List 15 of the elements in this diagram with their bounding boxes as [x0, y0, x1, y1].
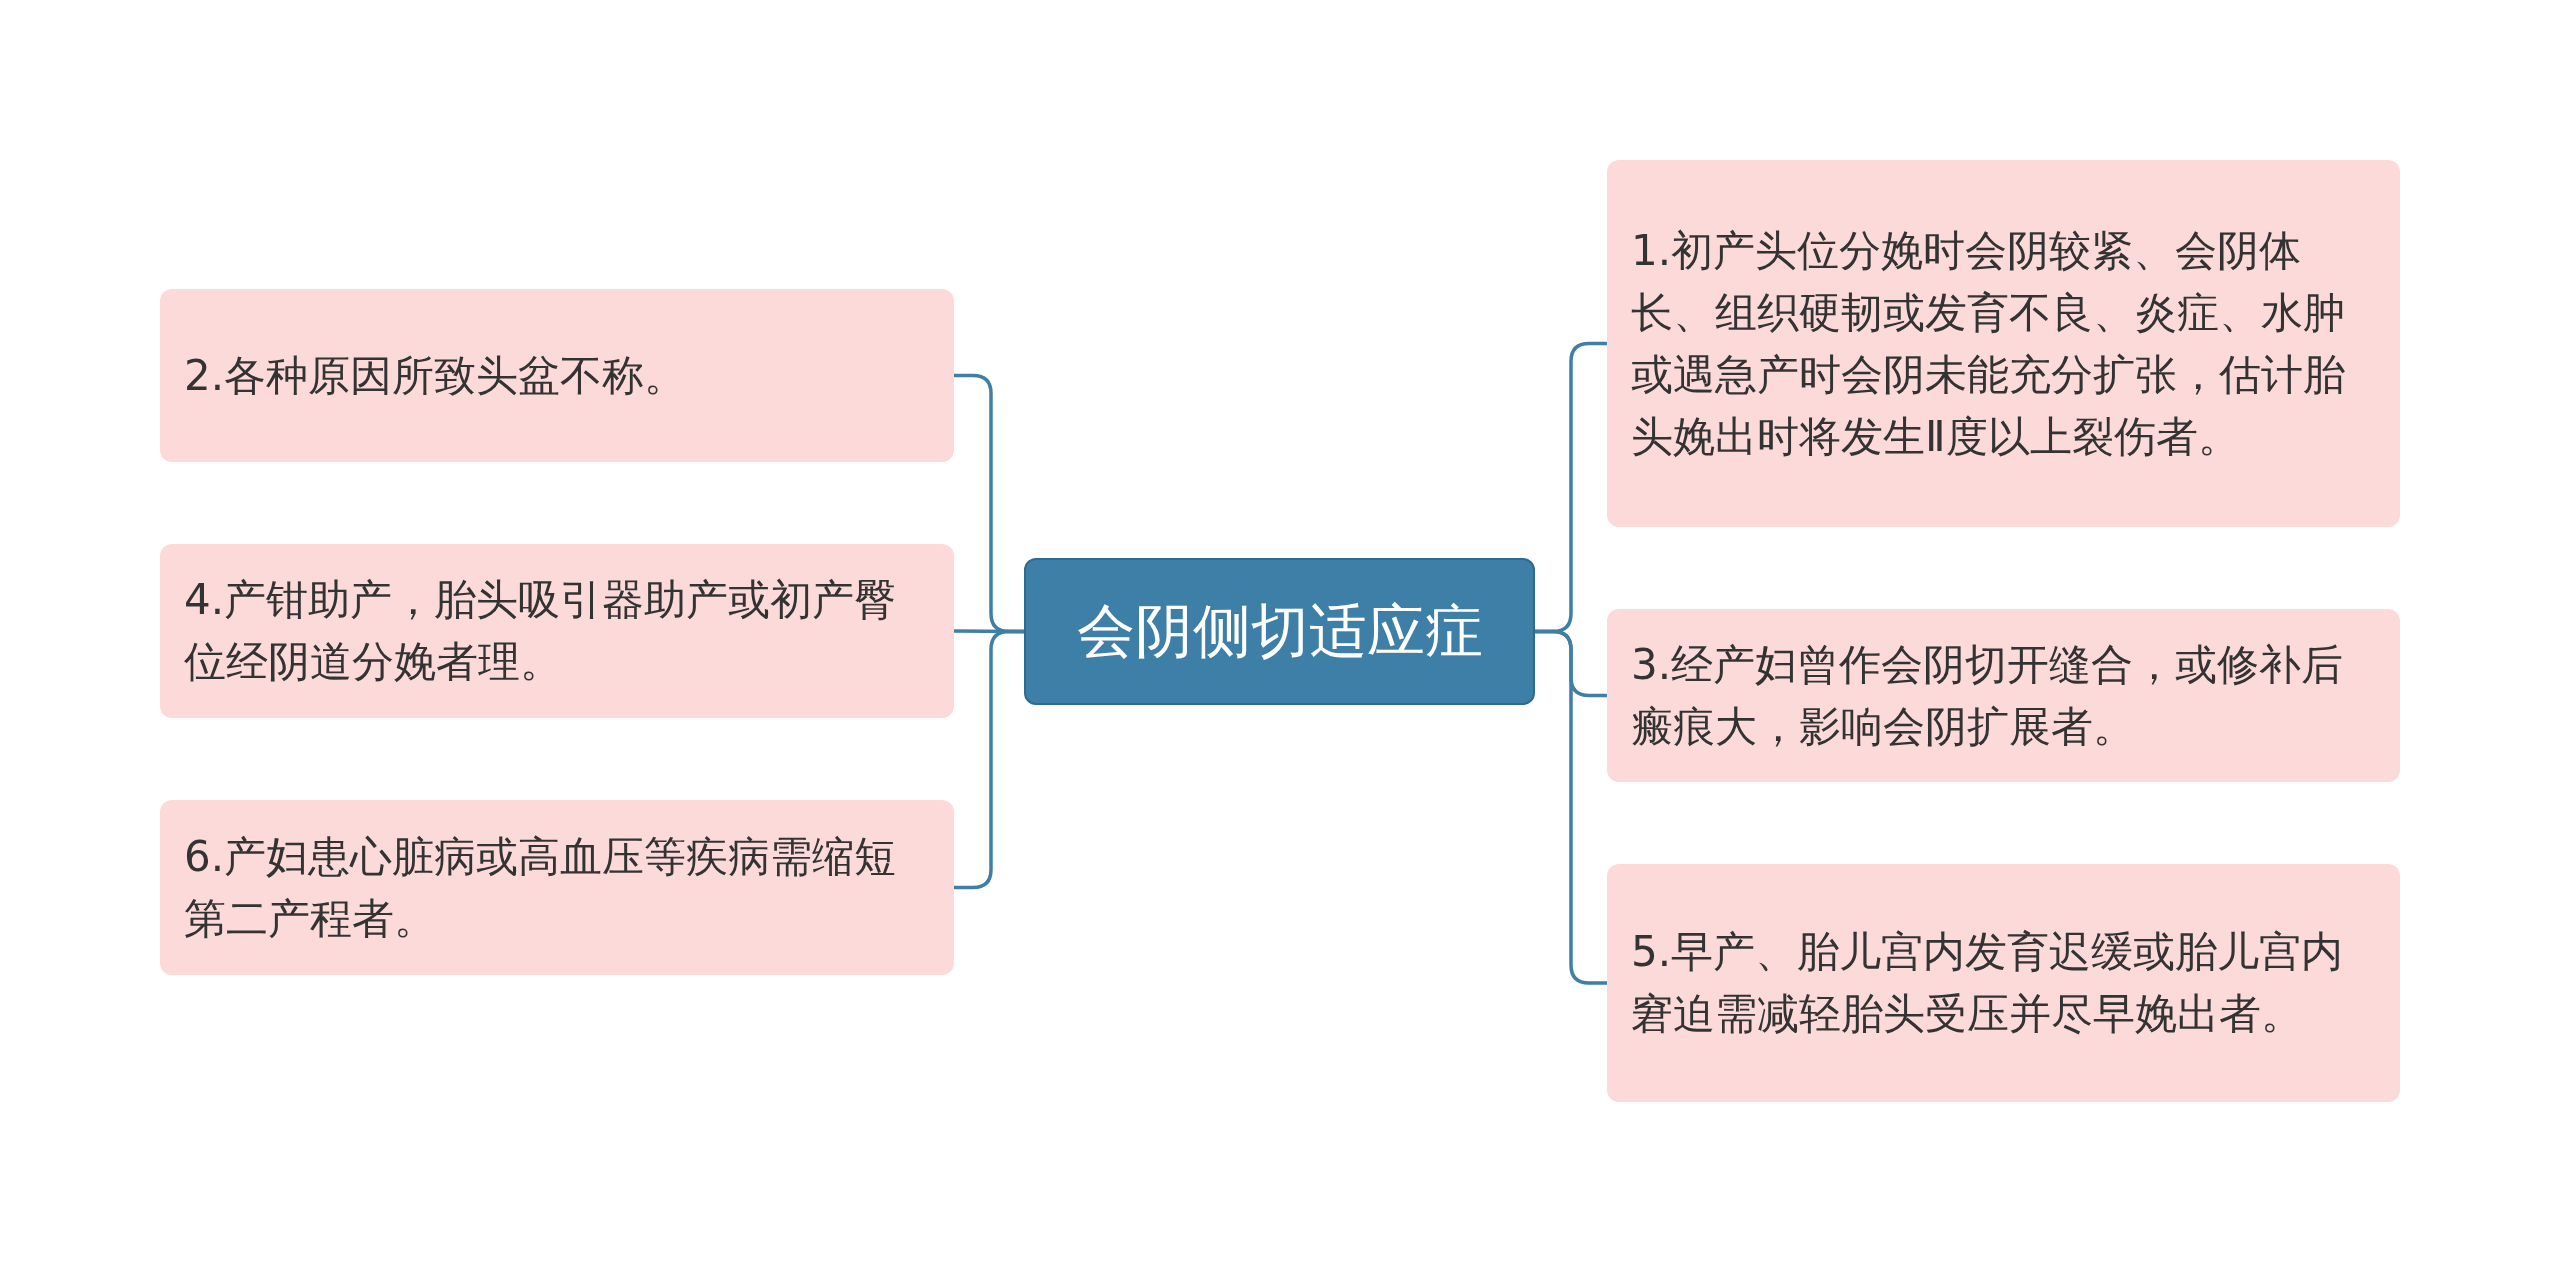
topic-text: 1.初产头位分娩时会阴较紧、会阴体长、组织硬韧或发育不良、炎症、水肿或遇急产时会阴未能充分扩张，估计胎头娩出时将发生Ⅱ度以上裂伤者。	[1631, 224, 2346, 463]
subtopic-box	[1607, 160, 2400, 527]
subtopic-box	[160, 800, 954, 975]
subtopic-box	[160, 544, 954, 718]
subtopic-box	[1607, 864, 2400, 1102]
subtopic-box	[1607, 609, 2400, 782]
topic-text: 3.经产妇曾作会阴切开缝合，或修补后瘢痕大，影响会阴扩展者。	[1631, 638, 2345, 753]
topic-text: 5.早产、胎儿宫内发育迟缓或胎儿宫内窘迫需减轻胎头受压并尽早娩出者。	[1631, 926, 2345, 1040]
topic-text: 4.产钳助产，胎头吸引器助产或初产臀位经阴道分娩者理。	[184, 574, 898, 688]
topic-text: 6.产妇患心脏病或高血压等疾病需缩短第二产程者。	[184, 830, 898, 945]
topic-text: 会阴侧切适应症	[1076, 596, 1483, 667]
central-topic	[1024, 558, 1535, 705]
subtopic-box	[160, 289, 954, 462]
topic-text: 2.各种原因所致头盆不称。	[184, 349, 687, 402]
connector-line	[1535, 629, 1607, 985]
